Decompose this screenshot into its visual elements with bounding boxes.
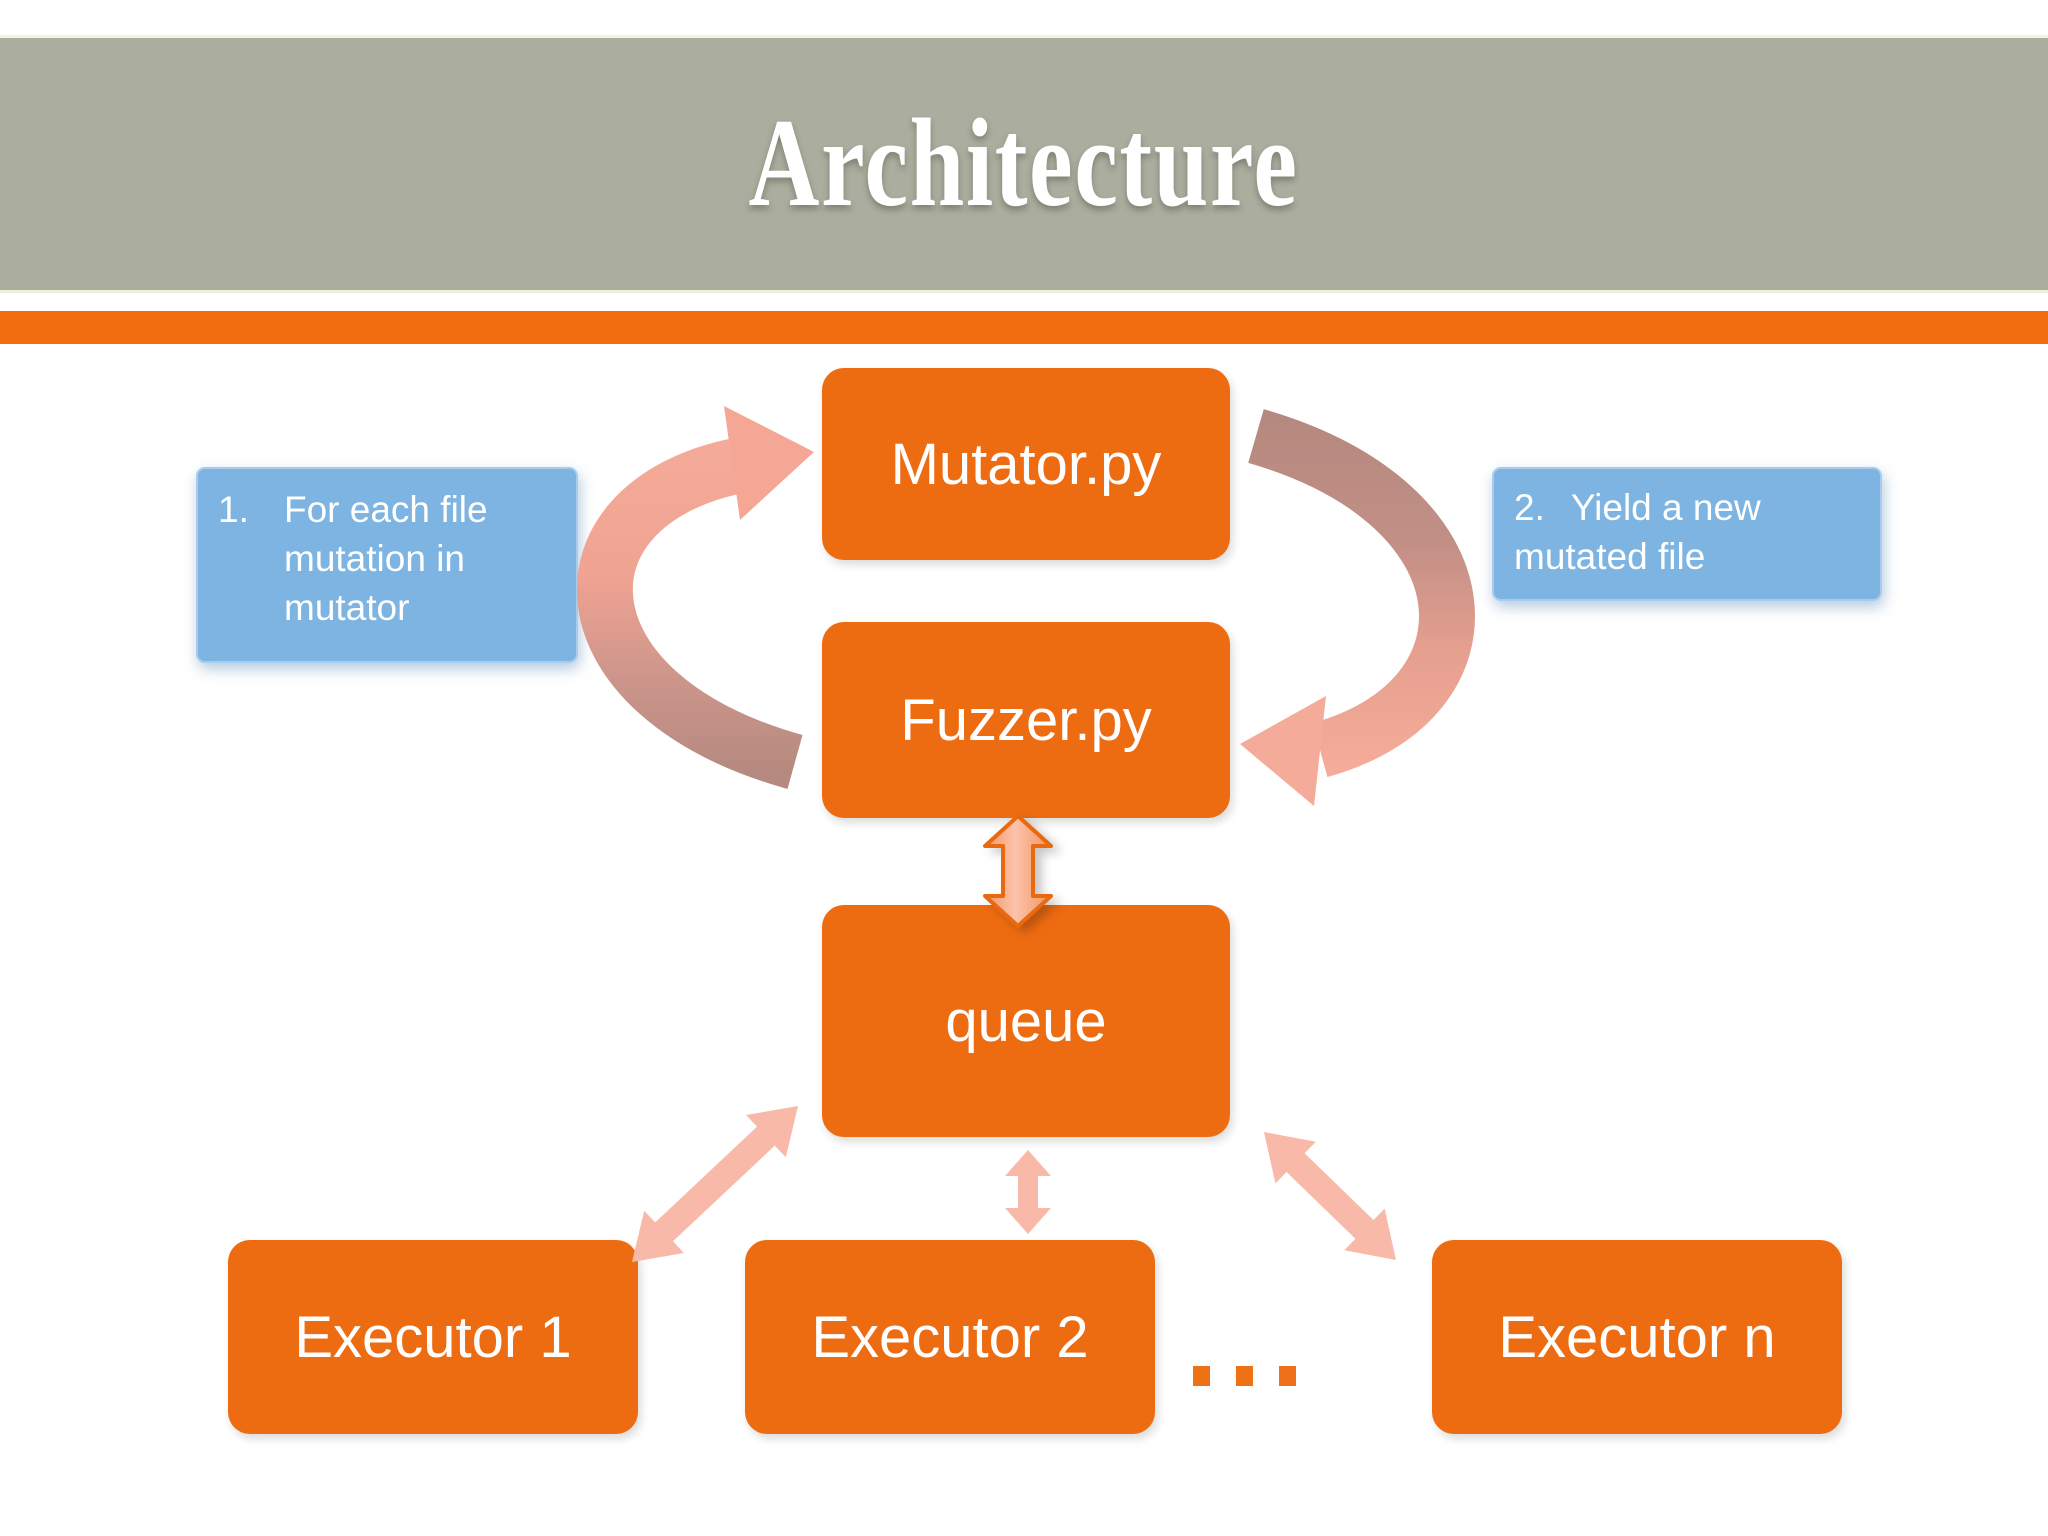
callout-step-2-text: Yield a new mutated file <box>1514 487 1761 578</box>
queue-executor2-arrow <box>1005 1150 1051 1234</box>
node-executor-2-label: Executor 2 <box>811 1304 1089 1370</box>
callout-step-1-text: For each file mutation in mutator <box>284 489 488 629</box>
queue-executor1-arrow <box>632 1106 798 1262</box>
callout-step-1-number: 1. <box>218 489 249 530</box>
cycle-left-arc <box>576 438 803 789</box>
callout-step-1: 1. For each file mutation in mutator <box>196 467 578 663</box>
node-executor-2: Executor 2 <box>745 1240 1155 1434</box>
node-fuzzer: Fuzzer.py <box>822 622 1230 818</box>
cycle-right-arrowhead-icon <box>1240 696 1326 806</box>
ellipsis-dot <box>1193 1366 1210 1386</box>
node-executor-1: Executor 1 <box>228 1240 638 1434</box>
node-queue-label: queue <box>945 988 1107 1054</box>
ellipsis <box>1193 1366 1296 1386</box>
header-band: Architecture <box>0 35 2048 293</box>
node-executor-n: Executor n <box>1432 1240 1842 1434</box>
ellipsis-dot <box>1236 1366 1253 1386</box>
callout-step-2-number: 2. <box>1514 487 1545 528</box>
ellipsis-dot <box>1279 1366 1296 1386</box>
node-executor-n-label: Executor n <box>1498 1304 1776 1370</box>
node-mutator-label: Mutator.py <box>890 431 1162 497</box>
queue-executorn-arrow <box>1264 1132 1396 1260</box>
cycle-right-arc <box>1248 409 1475 777</box>
cycle-left-arrowhead-icon <box>724 406 814 520</box>
node-fuzzer-label: Fuzzer.py <box>900 687 1152 753</box>
node-mutator: Mutator.py <box>822 368 1230 560</box>
page-title: Architecture <box>749 94 1299 233</box>
node-executor-1-label: Executor 1 <box>294 1304 572 1370</box>
accent-stripe <box>0 311 2048 344</box>
callout-step-2: 2.Yield a new mutated file <box>1492 467 1882 601</box>
node-queue: queue <box>822 905 1230 1137</box>
